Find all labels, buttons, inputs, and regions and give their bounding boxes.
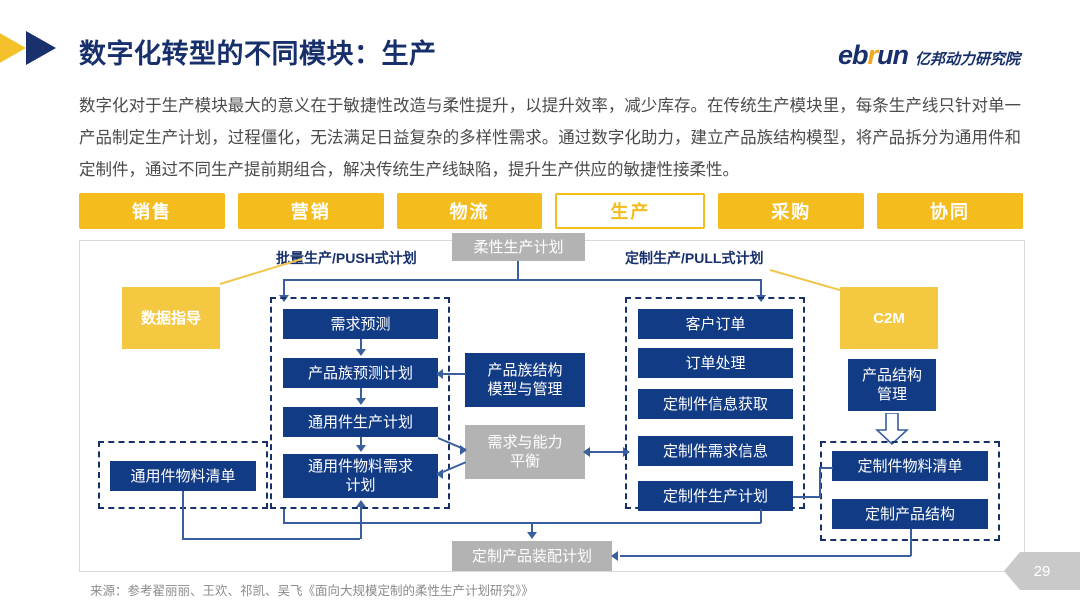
connector-push-3: [360, 437, 362, 447]
connector-family-to-push: [442, 373, 466, 375]
middle-box-line2: 模型与管理: [487, 381, 563, 398]
arrowhead-balance-out-1: [436, 469, 443, 479]
module-tabs: 销售 营销 物流 生产 采购 协同: [79, 193, 1023, 229]
brand-logo-part1: eb: [837, 40, 868, 70]
center-gray-line2: 平衡: [509, 453, 540, 470]
connector-pull5-up: [819, 467, 821, 497]
push-box-common-parts-plan: 通用件生产计划: [283, 407, 438, 437]
pull-box-custom-demand-info: 定制件需求信息: [638, 436, 793, 466]
tab-marketing[interactable]: 营销: [237, 193, 384, 229]
tab-collaboration[interactable]: 协同: [877, 193, 1023, 229]
pull-box-customer-order: 客户订单: [638, 309, 793, 339]
right-box-line1: 产品结构: [861, 367, 922, 384]
connector-assembly-down: [531, 522, 533, 534]
tab-logistics[interactable]: 物流: [396, 193, 543, 229]
connector-balance-to-pull: [589, 451, 627, 453]
push-box-family-forecast-plan: 产品族预测计划: [283, 358, 438, 388]
connector-to-custom-bom: [819, 467, 833, 469]
arrowhead-family-to-push: [436, 369, 443, 379]
connector-pull-down: [760, 279, 762, 297]
gray-box-capacity-balance: 需求与能力 平衡: [465, 425, 585, 479]
arrowhead-balance-left: [583, 447, 590, 457]
arrowhead-balance-in-1: [460, 445, 467, 455]
gray-box-assembly-plan: 定制产品装配计划: [452, 541, 612, 571]
connector-push-1: [360, 339, 362, 351]
group-label-push: 批量生产/PUSH式计划: [276, 250, 417, 266]
arrowhead-push-2: [356, 398, 366, 405]
brand-logo-chinese: 亿邦动力研究院: [914, 51, 1020, 68]
page-title: 数字化转型的不同模块：生产: [79, 39, 437, 69]
yellow-box-data-guide: 数据指导: [122, 287, 220, 349]
push-box-demand-forecast: 需求预测: [283, 309, 438, 339]
arrow-blue-icon: [26, 31, 56, 65]
box-custom-product-structure: 定制产品结构: [832, 499, 988, 529]
connector-pull5-right: [793, 496, 821, 498]
pull-box-custom-info-capture: 定制件信息获取: [638, 389, 793, 419]
connector-custom-structure-down: [910, 529, 912, 556]
brand-logo: eb r un 亿邦动力研究院: [838, 40, 1020, 71]
brand-logo-part3: un: [876, 40, 909, 70]
connector-bom-left-down: [182, 491, 184, 539]
box-product-family-structure: 产品族结构 模型与管理: [465, 353, 585, 407]
connector-push-bottom-right: [283, 522, 532, 524]
center-gray-line1: 需求与能力: [487, 434, 563, 451]
arrowhead-assembly-left: [611, 551, 618, 561]
production-flow-diagram: 批量生产/PUSH式计划 定制生产/PULL式计划 柔性生产计划 数据指导 C2…: [79, 233, 1025, 572]
tab-sales[interactable]: 销售: [79, 193, 225, 229]
box-custom-parts-bom: 定制件物料清单: [832, 451, 988, 481]
tab-production[interactable]: 生产: [555, 193, 706, 229]
group-label-pull: 定制生产/PULL式计划: [625, 250, 764, 266]
connector-pull-bottom-down: [760, 509, 762, 523]
arrowhead-push-1: [356, 349, 366, 356]
right-box-line2: 管理: [876, 386, 907, 403]
gray-box-flexible-plan: 柔性生产计划: [452, 233, 585, 261]
connector-push-down: [283, 279, 285, 297]
brand-logo-part2: r: [867, 40, 877, 70]
middle-box-line1: 产品族结构: [487, 362, 563, 379]
intro-paragraph: 数字化对于生产模块最大的意义在于敏捷性改造与柔性提升，以提升效率，减少库存。在传…: [79, 97, 1021, 179]
arrowhead-bom-left-up: [356, 500, 366, 507]
page-header: 数字化转型的不同模块：生产 eb r un 亿邦动力研究院: [0, 0, 1080, 82]
pull-box-order-processing: 订单处理: [638, 348, 793, 378]
arrowhead-assembly-down: [527, 532, 537, 539]
source-note: 来源：参考翟丽丽、王欢、祁凯、吴飞《面向大规模定制的柔性生产计划研究》》: [90, 584, 534, 598]
connector-push-2: [360, 388, 362, 400]
arrow-yellow-icon: [0, 31, 26, 65]
hollow-down-arrow-icon: [875, 413, 909, 445]
connector-push-bottom-down: [283, 509, 285, 523]
pull-box-custom-production-plan: 定制件生产计划: [638, 481, 793, 511]
connector-top-vertical: [517, 261, 519, 279]
push-box-4-line2: 计划: [345, 477, 376, 494]
tab-procurement[interactable]: 采购: [718, 193, 865, 229]
box-common-parts-bom: 通用件物料清单: [110, 461, 256, 491]
arrowhead-push-3: [356, 445, 366, 452]
connector-pull-bottom-left: [531, 522, 761, 524]
connector-bom-left-right: [182, 538, 360, 540]
yellow-box-c2m: C2M: [840, 287, 938, 349]
connector-top-horizontal: [283, 279, 761, 281]
page-number-badge: 29: [1004, 552, 1080, 590]
box-product-structure-mgmt: 产品结构 管理: [848, 359, 936, 411]
push-box-4-line1: 通用件物料需求: [307, 458, 413, 475]
push-box-common-material-plan: 通用件物料需求 计划: [283, 454, 438, 498]
connector-custom-structure-left: [620, 555, 911, 557]
